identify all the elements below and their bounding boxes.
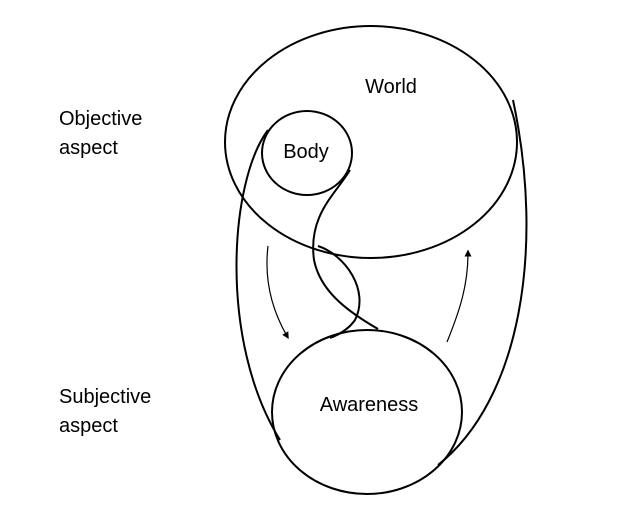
objective-aspect-line-2: aspect [59,137,118,159]
subjective-aspect-label: Subjective aspect [59,383,209,441]
outer-enclosing-loop [235,99,528,466]
world-ellipse [224,25,518,259]
world-label: World [365,76,417,98]
body-circle [261,110,353,196]
subjective-aspect-line-2: aspect [59,415,118,437]
subjective-aspect-line-1: Subjective [59,386,152,408]
objective-aspect-line-1: Objective [59,108,143,130]
objective-aspect-label: Objective aspect [59,105,209,163]
awareness-circle [271,329,463,495]
body-awareness-connector [312,169,379,330]
body-awareness-connector-inner [317,245,361,339]
body-label: Body [283,141,329,163]
down-arrow [266,245,289,340]
awareness-label: Awareness [319,394,419,416]
up-arrow [446,249,472,343]
